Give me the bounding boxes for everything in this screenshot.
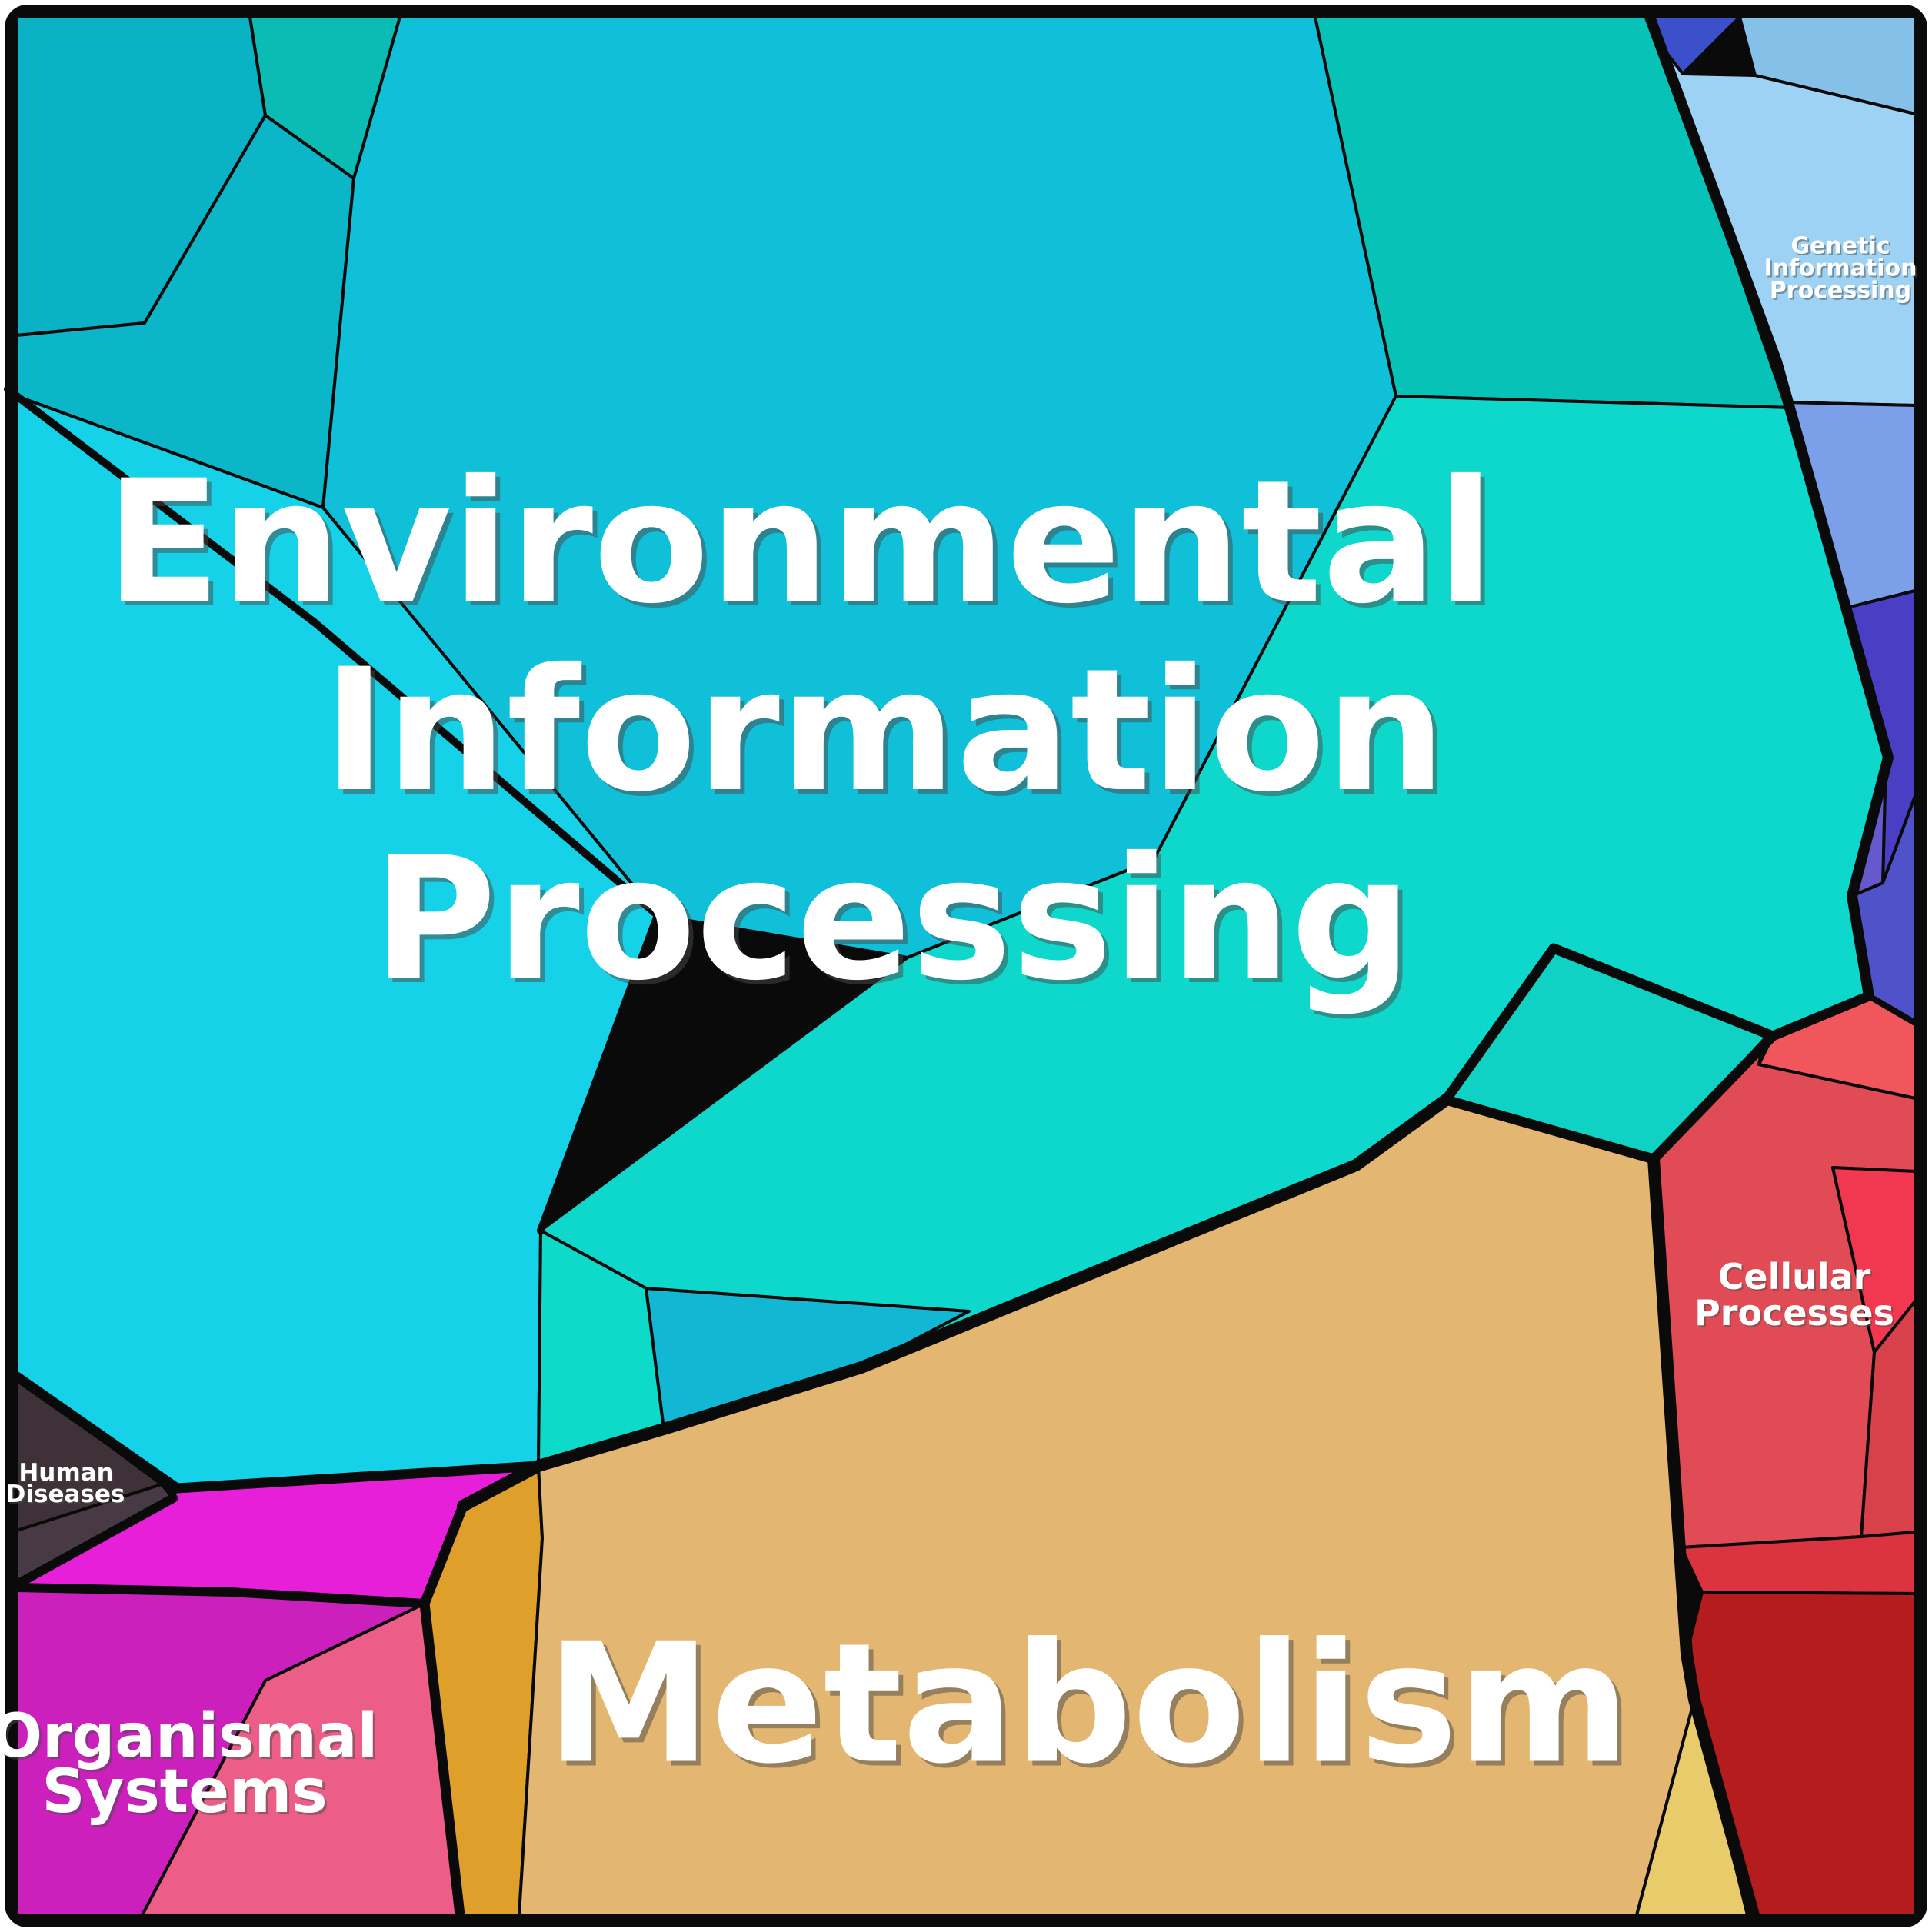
label-environmental-information-processing-shadow-line-1: Environmental bbox=[110, 448, 1499, 645]
label-human-diseases-shadow-line-1: Human bbox=[20, 1461, 115, 1488]
label-cellular-processes-line-2: Processes bbox=[1694, 1292, 1894, 1334]
label-environmental-information-processing-line-3: Processing bbox=[372, 821, 1412, 1018]
category-boundary bbox=[4, 385, 661, 1234]
category-boundary bbox=[172, 1461, 544, 1494]
label-environmental-information-processing-line-1: Environmental bbox=[105, 444, 1494, 641]
label-layer: EnvironmentalEnvironmentalInformationInf… bbox=[0, 233, 1919, 1830]
label-genetic-information-processing-shadow-line-3: Processing bbox=[1771, 279, 1913, 306]
label-cellular-processes-shadow-line-2: Processes bbox=[1696, 1294, 1896, 1335]
category-boundary bbox=[1647, 1153, 1760, 1921]
label-genetic-information-processing-shadow-line-2: Information bbox=[1765, 257, 1918, 284]
label-metabolism-line-1: Metabolism bbox=[547, 1607, 1631, 1800]
cell-cp-5[interactable]: Cellular Processes bbox=[1680, 1531, 1917, 1595]
label-genetic-information-processing-line-3: Processing bbox=[1770, 278, 1911, 305]
category-boundary bbox=[12, 1371, 182, 1494]
label-environmental-information-processing-shadow-line-2: Information bbox=[328, 637, 1451, 834]
category-boundary bbox=[1441, 1031, 1778, 1164]
category-boundary bbox=[1644, 12, 1894, 1001]
category-boundary bbox=[1866, 993, 1918, 1026]
category-boundary bbox=[1441, 943, 1874, 1105]
label-genetic-information-processing-line-1: Genetic bbox=[1790, 233, 1890, 260]
label-human-diseases-line-2: Diseases bbox=[6, 1481, 125, 1508]
label-human-diseases-shadow-line-2: Diseases bbox=[8, 1482, 127, 1510]
label-organismal-systems-shadow-line-1: Organismal bbox=[0, 1704, 380, 1774]
label-genetic-information-processing-shadow-line-1: Genetic bbox=[1792, 235, 1891, 261]
category-boundary bbox=[12, 1494, 178, 1589]
label-organismal-systems-line-2: Systems bbox=[42, 1757, 327, 1827]
label-metabolism-shadow-line-1: Metabolism bbox=[551, 1612, 1635, 1805]
label-human-diseases-line-1: Human bbox=[18, 1459, 113, 1487]
label-organismal-systems-shadow-line-2: Systems bbox=[44, 1760, 329, 1829]
label-environmental-information-processing-line-2: Information bbox=[323, 632, 1446, 829]
category-boundary bbox=[12, 1583, 429, 1608]
label-environmental-information-processing-shadow-line-3: Processing bbox=[377, 825, 1417, 1022]
label-genetic-information-processing-line-2: Information bbox=[1764, 255, 1917, 282]
category-boundary bbox=[457, 1094, 1452, 1512]
label-cellular-processes-line-1: Cellular bbox=[1718, 1256, 1871, 1297]
label-cellular-processes-shadow-line-1: Cellular bbox=[1720, 1257, 1873, 1299]
boundary-layer bbox=[4, 12, 1918, 1921]
label-organismal-systems-line-1: Organismal bbox=[0, 1702, 378, 1771]
